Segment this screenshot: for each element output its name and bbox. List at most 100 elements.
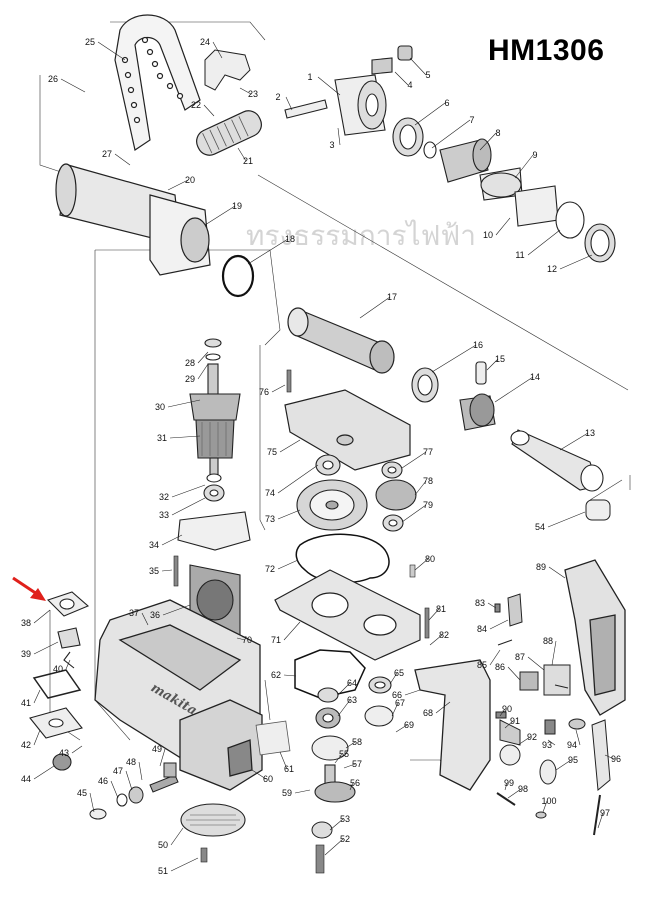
leader-line-26: [60, 78, 86, 93]
leader-line-90: [499, 708, 506, 717]
part-number-label-49: 49: [152, 744, 162, 754]
leader-line-62: [283, 674, 297, 677]
part-motor-housing: [94, 599, 263, 791]
leader-line-52: [324, 838, 344, 856]
part-number-label-84: 84: [477, 624, 487, 634]
part-44-cap: [52, 753, 72, 771]
part-number-label-85: 85: [477, 660, 487, 670]
part-number-label-5: 5: [425, 70, 430, 80]
parts-73-74-gears: [296, 454, 368, 531]
part-25-side-grip-strap: [114, 14, 201, 151]
part-number-label-36: 36: [150, 610, 160, 620]
part-75-gear-housing-cover: [284, 389, 411, 471]
part-number-label-87: 87: [515, 652, 525, 662]
callout-arrow: [12, 576, 46, 601]
part-number-label-27: 27: [102, 149, 112, 159]
leader-line-20: [167, 179, 189, 191]
leader-line-34: [161, 534, 183, 546]
part-number-label-52: 52: [340, 834, 350, 844]
part-number-label-83: 83: [475, 598, 485, 608]
leader-line-44: [33, 765, 55, 780]
leader-line-39: [33, 641, 59, 655]
leader-line-75: [279, 439, 301, 453]
part-number-label-15: 15: [495, 354, 505, 364]
part-number-label-57: 57: [352, 759, 362, 769]
parts-14-16-piston: [411, 361, 496, 431]
leader-line-13: [559, 432, 589, 451]
leader-line-81: [428, 608, 440, 621]
part-number-label-14: 14: [530, 372, 540, 382]
part-number-label-4: 4: [407, 80, 412, 90]
part-number-label-96: 96: [611, 754, 621, 764]
leader-line-1: [317, 76, 341, 96]
part-89-rear-handle: [564, 559, 626, 716]
part-number-label-88: 88: [543, 636, 553, 646]
leader-line-5: [409, 57, 427, 76]
part-number-label-29: 29: [185, 374, 195, 384]
part-number-label-93: 93: [542, 740, 552, 750]
parts-1-12-tool-holder: [284, 45, 616, 263]
part-number-label-26: 26: [48, 74, 58, 84]
leader-line-88: [551, 640, 557, 666]
leader-line-21: [237, 147, 247, 162]
part-number-label-34: 34: [149, 540, 159, 550]
part-number-label-69: 69: [404, 720, 414, 730]
part-number-label-90: 90: [502, 704, 512, 714]
part-number-label-70: 70: [242, 635, 252, 645]
leader-line-7: [431, 119, 471, 149]
leader-line-85: [489, 649, 501, 666]
leader-line-91: [504, 720, 514, 729]
part-number-label-95: 95: [568, 755, 578, 765]
part-number-label-44: 44: [21, 774, 31, 784]
part-number-label-43: 43: [59, 748, 69, 758]
part-number-label-64: 64: [347, 678, 357, 688]
part-number-label-16: 16: [473, 340, 483, 350]
part-number-label-32: 32: [159, 492, 169, 502]
part-number-label-13: 13: [585, 428, 595, 438]
leader-line-46: [110, 780, 119, 799]
part-number-label-9: 9: [532, 150, 537, 160]
part-number-label-71: 71: [271, 635, 281, 645]
leader-line-87: [527, 656, 545, 671]
part-number-label-81: 81: [436, 604, 446, 614]
leader-line-64: [337, 682, 351, 696]
part-number-label-60: 60: [263, 774, 273, 784]
leader-line-97: [597, 812, 604, 829]
part-number-label-22: 22: [191, 100, 201, 110]
leader-line-22: [203, 104, 215, 117]
part-76-screw: [286, 369, 292, 393]
leader-line-23: [239, 87, 252, 95]
leader-line-72: [277, 559, 299, 570]
leader-line-65: [389, 672, 398, 685]
part-number-label-79: 79: [423, 500, 433, 510]
part-number-label-68: 68: [423, 708, 433, 718]
leader-line-86: [507, 666, 521, 681]
part-number-label-67: 67: [395, 698, 405, 708]
part-52-bolt: [315, 844, 325, 874]
part-number-label-82: 82: [439, 630, 449, 640]
part-35-screw: [173, 555, 179, 587]
part-67-plate: [364, 705, 394, 727]
part-62-gasket: [294, 649, 366, 699]
part-34-baffle: [177, 511, 251, 551]
part-40-spring: [63, 651, 75, 669]
leader-line-49: [159, 748, 166, 767]
leader-line-57: [343, 763, 356, 769]
leader-line-24: [212, 41, 223, 59]
part-71-gear-housing: [274, 569, 421, 661]
leader-line-100: [542, 800, 548, 813]
part-50-cover: [180, 803, 246, 837]
leader-line-35: [161, 569, 173, 572]
part-number-label-42: 42: [21, 740, 31, 750]
part-number-label-41: 41: [21, 698, 31, 708]
leader-line-3: [337, 127, 341, 146]
part-54-bearing: [585, 499, 611, 521]
leader-line-50: [170, 827, 184, 846]
leader-line-4: [394, 71, 409, 86]
part-number-label-46: 46: [98, 776, 108, 786]
leader-line-94: [575, 729, 581, 746]
part-66-handle: [414, 659, 491, 791]
part-number-label-78: 78: [423, 476, 433, 486]
leader-line-68: [435, 701, 451, 714]
